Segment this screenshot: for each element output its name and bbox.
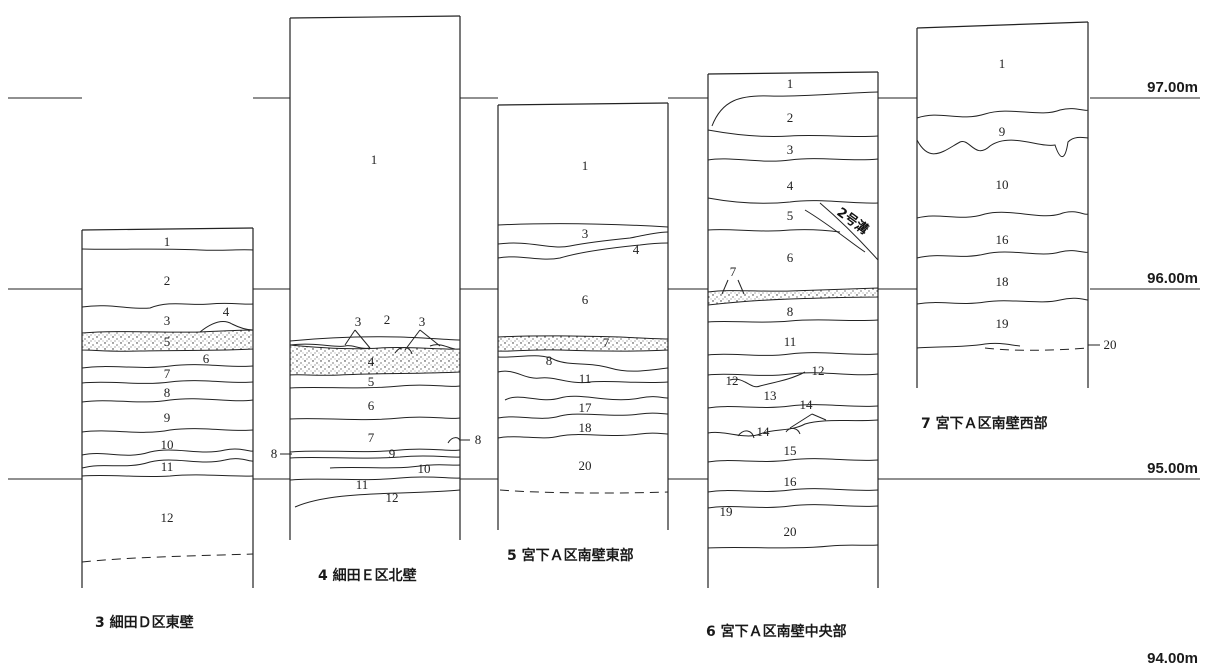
section-caption: 3 細田Ｄ区東壁	[95, 614, 194, 631]
layer-label: 11	[161, 459, 174, 474]
layer-label: 3	[355, 314, 362, 329]
section-6: 1 2 3 4 5 6 7 8 11 12 12 13 14 14 15 16 …	[707, 71, 879, 588]
section-caption: 4 細田Ｅ区北壁	[318, 567, 417, 584]
elevation-label-94: 94.00m	[1147, 650, 1198, 666]
layer-label: 20	[1104, 337, 1117, 352]
layer-label: 10	[161, 437, 174, 452]
layer-label: 16	[784, 474, 798, 489]
layer-label: 1	[164, 234, 171, 249]
layer-label: 8	[787, 304, 794, 319]
section-7: 1 9 10 16 18 19 20	[916, 21, 1117, 388]
layer-label: 18	[996, 274, 1009, 289]
layer-label: 10	[996, 177, 1009, 192]
layer-label: 5	[787, 208, 794, 223]
layer-label: 20	[784, 524, 797, 539]
stipple-layer	[289, 344, 461, 376]
layer-label: 3	[419, 314, 426, 329]
stipple-layer	[497, 335, 669, 352]
layer-label: 11	[784, 334, 797, 349]
layer-label: 12	[386, 490, 399, 505]
layer-label: 9	[389, 446, 396, 461]
layer-label: 19	[720, 504, 733, 519]
elevation-label-96: 96.00m	[1147, 270, 1198, 287]
layer-label: 3	[787, 142, 794, 157]
layer-label: 9	[164, 410, 171, 425]
section-5: 1 3 4 6 7 8 11 17 18 20	[497, 102, 669, 530]
layer-label: 5	[368, 374, 375, 389]
layer-label: 1	[371, 152, 378, 167]
section-caption: 5 宮下Ａ区南壁東部	[507, 547, 634, 564]
layer-label: 19	[996, 316, 1009, 331]
layer-label: 1	[787, 76, 794, 91]
layer-label: 7	[730, 264, 737, 279]
layer-label: 3	[164, 313, 171, 328]
layer-label: 12	[726, 373, 739, 388]
layer-label: 12	[812, 363, 825, 378]
layer-label: 8	[546, 353, 553, 368]
section-4: 1 3 2 3 4 5 6 7 8 9 10 8 11 12	[271, 15, 482, 540]
layer-label: 15	[784, 443, 797, 458]
layer-label: 14	[757, 424, 771, 439]
layer-label: 8	[164, 385, 171, 400]
layer-label: 1	[999, 56, 1006, 71]
layer-label: 1	[582, 158, 589, 173]
section-3: 1 2 3 4 5 6 7 8 9 10 11 12	[81, 227, 254, 588]
layer-label: 10	[418, 461, 431, 476]
layer-label: 2	[164, 273, 171, 288]
layer-label: 20	[579, 458, 592, 473]
layer-label: 6	[787, 250, 794, 265]
layer-label: 11	[356, 477, 369, 492]
layer-label: 9	[999, 124, 1006, 139]
layer-label: 18	[579, 420, 592, 435]
layer-label: 13	[764, 388, 777, 403]
stipple-layer	[707, 287, 879, 306]
stipple-layer	[81, 329, 254, 352]
layer-label: 6	[203, 351, 210, 366]
layer-label: 3	[582, 226, 589, 241]
layer-label: 17	[579, 400, 593, 415]
layer-label: 11	[579, 371, 592, 386]
layer-label: 12	[161, 510, 174, 525]
layer-label: 16	[996, 232, 1010, 247]
section-caption: 7 宮下Ａ区南壁西部	[921, 415, 1048, 432]
layer-label: 14	[800, 397, 814, 412]
layer-label: 6	[582, 292, 589, 307]
section-caption: 6 宮下Ａ区南壁中央部	[706, 623, 847, 640]
layer-label: 2	[384, 312, 391, 327]
layer-label: 4	[633, 242, 640, 257]
layer-label: 8	[475, 432, 482, 447]
layer-label: 7	[368, 430, 375, 445]
layer-label: 7	[164, 366, 171, 381]
layer-label: 8	[271, 446, 278, 461]
layer-label: 4	[223, 304, 230, 319]
elevation-label-95: 95.00m	[1147, 460, 1198, 477]
layer-label: 7	[603, 335, 610, 350]
layer-label: 4	[787, 178, 794, 193]
layer-label: 6	[368, 398, 375, 413]
elevation-label-97: 97.00m	[1147, 79, 1198, 96]
elevation-lines	[8, 97, 1200, 480]
layer-label: 4	[368, 354, 375, 369]
layer-label: 2	[787, 110, 794, 125]
layer-label: 5	[164, 334, 171, 349]
